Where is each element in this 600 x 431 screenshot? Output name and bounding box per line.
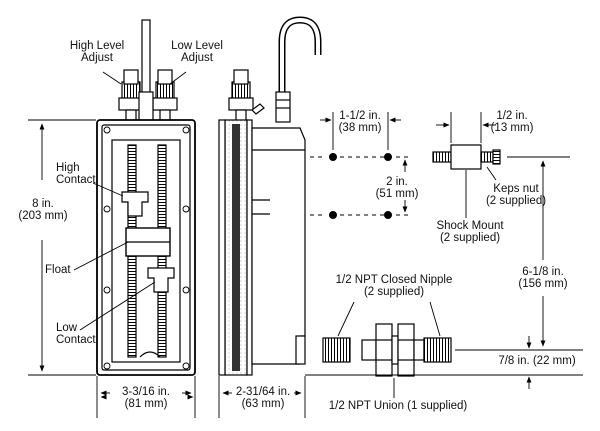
union-fitting — [361, 323, 425, 377]
closed-nipple-label: 1/2 NPT Closed Nipple(2 supplied) — [335, 274, 453, 298]
keps-nut-label: Keps nut(2 supplied) — [485, 183, 547, 207]
housing-screws — [103, 126, 190, 370]
hole-marker — [329, 211, 337, 219]
mount-length-dimension-label: 1/2 in.(13 mm) — [490, 110, 534, 134]
front-view — [96, 19, 196, 376]
union-label: 1/2 NPT Union (1 supplied) — [328, 400, 468, 412]
nipple-height-dimension-label: 6-1/8 in.(156 mm) — [506, 266, 580, 290]
hole-marker — [329, 153, 337, 161]
side-view — [218, 16, 322, 376]
height-dimension-label: 8 in.(203 mm) — [2, 198, 84, 222]
dimension-lines — [28, 71, 583, 418]
gooseneck-vent — [278, 16, 322, 100]
keps-nut — [492, 149, 501, 165]
width-dimension-label: 3-3/16 in.(81 mm) — [110, 386, 182, 410]
mount-spacing-dimension-label: 1-1/2 in.(38 mm) — [338, 110, 382, 134]
bottom-offset-dimension-label: 7/8 in. (22 mm) — [478, 355, 596, 367]
float-label: Float — [45, 264, 71, 276]
depth-dimension-label: 2-31/64 in.(63 mm) — [232, 386, 294, 410]
low-contact-block — [147, 267, 175, 293]
high-contact-block — [121, 191, 149, 217]
side-body — [251, 127, 306, 365]
closed-nipple-right — [423, 337, 452, 363]
shock-mount — [432, 144, 494, 170]
low-level-adjust-knob — [152, 69, 178, 123]
mount-vertical-dimension-label: 2 in.(51 mm) — [370, 176, 424, 200]
shock-mount-label: Shock Mount(2 supplied) — [436, 220, 504, 244]
closed-nipple-left — [322, 337, 351, 363]
